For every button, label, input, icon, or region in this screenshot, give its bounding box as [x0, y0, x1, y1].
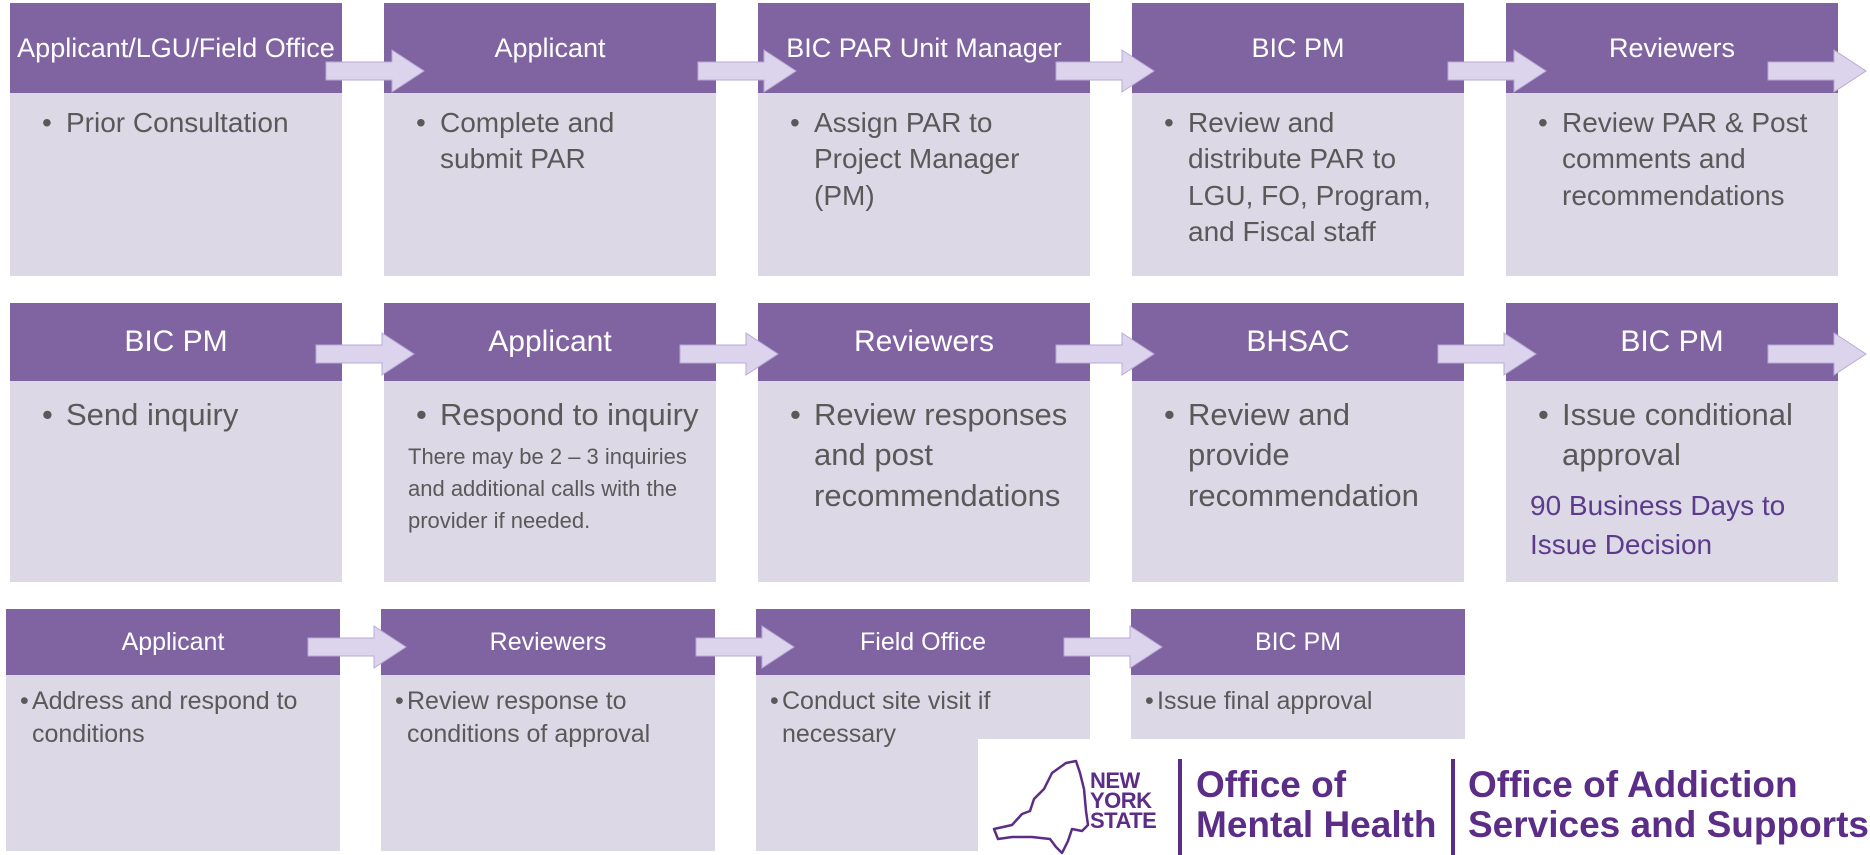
- nys-wordmark: NEW YORK STATE: [1090, 768, 1157, 833]
- step-body: Review responses and post recommendation…: [758, 381, 1090, 582]
- process-step-card: BIC PM Issue conditional approval 90 Busin…: [1506, 303, 1838, 582]
- step-task: Conduct site visit if necessary: [770, 685, 1076, 750]
- step-body: Review PAR & Post comments and recommend…: [1506, 93, 1838, 276]
- flow-arrow-icon: [697, 49, 797, 93]
- flow-arrow-icon: [1767, 332, 1867, 376]
- step-task-list: Conduct site visit if necessary: [770, 685, 1076, 750]
- oasas-name: Office of Addiction Services and Support…: [1468, 765, 1869, 845]
- process-step-card: BIC PM Review and distribute PAR to LGU, …: [1132, 3, 1464, 276]
- step-task: Prior Consultation: [26, 105, 326, 142]
- step-task: Issue final approval: [1145, 685, 1451, 718]
- step-task-list: Prior Consultation: [26, 105, 326, 142]
- step-role-header: BIC PM: [1132, 3, 1464, 93]
- step-task: Issue conditional approval: [1522, 395, 1822, 476]
- flow-arrow-icon: [1055, 49, 1155, 93]
- step-role-header: BIC PM: [1506, 303, 1838, 381]
- flow-arrow-icon: [307, 625, 407, 669]
- step-role-header: BIC PAR Unit Manager: [758, 3, 1090, 93]
- process-step-card: Field OfficeConduct site visit if necess…: [756, 609, 1090, 851]
- state-line: STATE: [1090, 807, 1157, 833]
- step-task: Send inquiry: [26, 395, 326, 436]
- step-body: Assign PAR to Project Manager (PM): [758, 93, 1090, 276]
- step-role-header: Field Office: [756, 609, 1090, 675]
- step-body: Address and respond to conditions: [6, 675, 340, 851]
- process-step-card: BIC PAR Unit Manager Assign PAR to Proje…: [758, 3, 1090, 276]
- step-role-header: Reviewers: [758, 303, 1090, 381]
- step-note: There may be 2 – 3 inquiries and additio…: [408, 444, 687, 534]
- step-task: Complete and submit PAR: [400, 105, 700, 178]
- flow-arrow-icon: [695, 625, 795, 669]
- flow-arrow-icon: [1447, 49, 1547, 93]
- step-task: Review PAR & Post comments and recommend…: [1522, 105, 1822, 214]
- new-york-state-map-icon: [992, 759, 1090, 855]
- process-step-card: ReviewersReview response to conditions o…: [381, 609, 715, 851]
- step-role-header: Reviewers: [1506, 3, 1838, 93]
- logo-divider: [1178, 759, 1182, 855]
- step-task-list: Issue final approval: [1145, 685, 1451, 718]
- state-line: YORK: [1090, 787, 1152, 813]
- process-step-card: ReviewersReview responses and post recom…: [758, 303, 1090, 582]
- step-body: Review and distribute PAR to LGU, FO, Pr…: [1132, 93, 1464, 276]
- oasas-line: Office of Addiction: [1468, 764, 1798, 805]
- deadline-note: 90 Business Days to Issue Decision: [1530, 489, 1786, 560]
- step-body: Review response to conditions of approva…: [381, 675, 715, 851]
- omh-line: Office of: [1196, 764, 1347, 805]
- step-task-list: Issue conditional approval: [1522, 395, 1822, 476]
- process-step-card: BIC PM Send inquiry: [10, 303, 342, 582]
- step-role-header: BIC PM: [10, 303, 342, 381]
- step-body: Complete and submit PAR: [384, 93, 716, 276]
- step-role-header: Applicant: [6, 609, 340, 675]
- step-task: Assign PAR to Project Manager (PM): [774, 105, 1074, 214]
- step-task-list: Review and distribute PAR to LGU, FO, Pr…: [1148, 105, 1448, 251]
- step-task: Review and distribute PAR to LGU, FO, Pr…: [1148, 105, 1448, 251]
- step-task: Respond to inquiry: [400, 395, 700, 436]
- step-task-list: Address and respond to conditions: [20, 685, 326, 750]
- process-step-card: ApplicantAddress and respond to conditio…: [6, 609, 340, 851]
- step-task-list: Respond to inquiry: [400, 395, 700, 436]
- step-body: Issue conditional approval 90 Business Da…: [1506, 381, 1838, 582]
- step-task: Review responses and post recommendation…: [774, 395, 1074, 516]
- step-role-header: BHSAC: [1132, 303, 1464, 381]
- flow-arrow-icon: [1055, 332, 1155, 376]
- step-body: Prior Consultation: [10, 93, 342, 276]
- state-line: NEW: [1090, 768, 1140, 793]
- step-task-list: Complete and submit PAR: [400, 105, 700, 178]
- flow-arrow-icon: [1767, 49, 1867, 93]
- flow-arrow-icon: [315, 332, 415, 376]
- step-role-header: Reviewers: [381, 609, 715, 675]
- step-task-list: Review responses and post recommendation…: [774, 395, 1074, 516]
- step-task-list: Assign PAR to Project Manager (PM): [774, 105, 1074, 214]
- process-step-card: BHSAC Review and provide recommendation: [1132, 303, 1464, 582]
- step-role-header: Applicant: [384, 303, 716, 381]
- step-role-header: Applicant: [384, 3, 716, 93]
- step-body: Send inquiry: [10, 381, 342, 582]
- step-task-list: Send inquiry: [26, 395, 326, 436]
- flow-arrow-icon: [325, 49, 425, 93]
- step-task-list: Review and provide recommendation: [1148, 395, 1448, 516]
- logo-divider: [1451, 759, 1455, 855]
- flow-arrow-icon: [1063, 625, 1163, 669]
- process-step-card: Applicant/LGU/Field OfficePrior Consulta…: [10, 3, 342, 276]
- step-task-list: Review response to conditions of approva…: [395, 685, 701, 750]
- step-body: Review and provide recommendation: [1132, 381, 1464, 582]
- omh-name: Office of Mental Health: [1196, 765, 1437, 845]
- process-step-card: ReviewersReview PAR & Post comments and …: [1506, 3, 1838, 276]
- process-step-card: ApplicantComplete and submit PAR: [384, 3, 716, 276]
- step-task: Address and respond to conditions: [20, 685, 326, 750]
- step-task: Review and provide recommendation: [1148, 395, 1448, 516]
- step-role-header: BIC PM: [1131, 609, 1465, 675]
- flow-arrow-icon: [679, 332, 779, 376]
- omh-line: Mental Health: [1196, 803, 1437, 845]
- step-task-list: Review PAR & Post comments and recommend…: [1522, 105, 1822, 214]
- step-task: Review response to conditions of approva…: [395, 685, 701, 750]
- oasas-line: Services and Supports: [1468, 803, 1869, 845]
- step-role-header: Applicant/LGU/Field Office: [10, 3, 342, 93]
- flow-arrow-icon: [1437, 332, 1537, 376]
- nys-logo: NEW YORK STATE Office of Mental Health O…: [978, 739, 1870, 855]
